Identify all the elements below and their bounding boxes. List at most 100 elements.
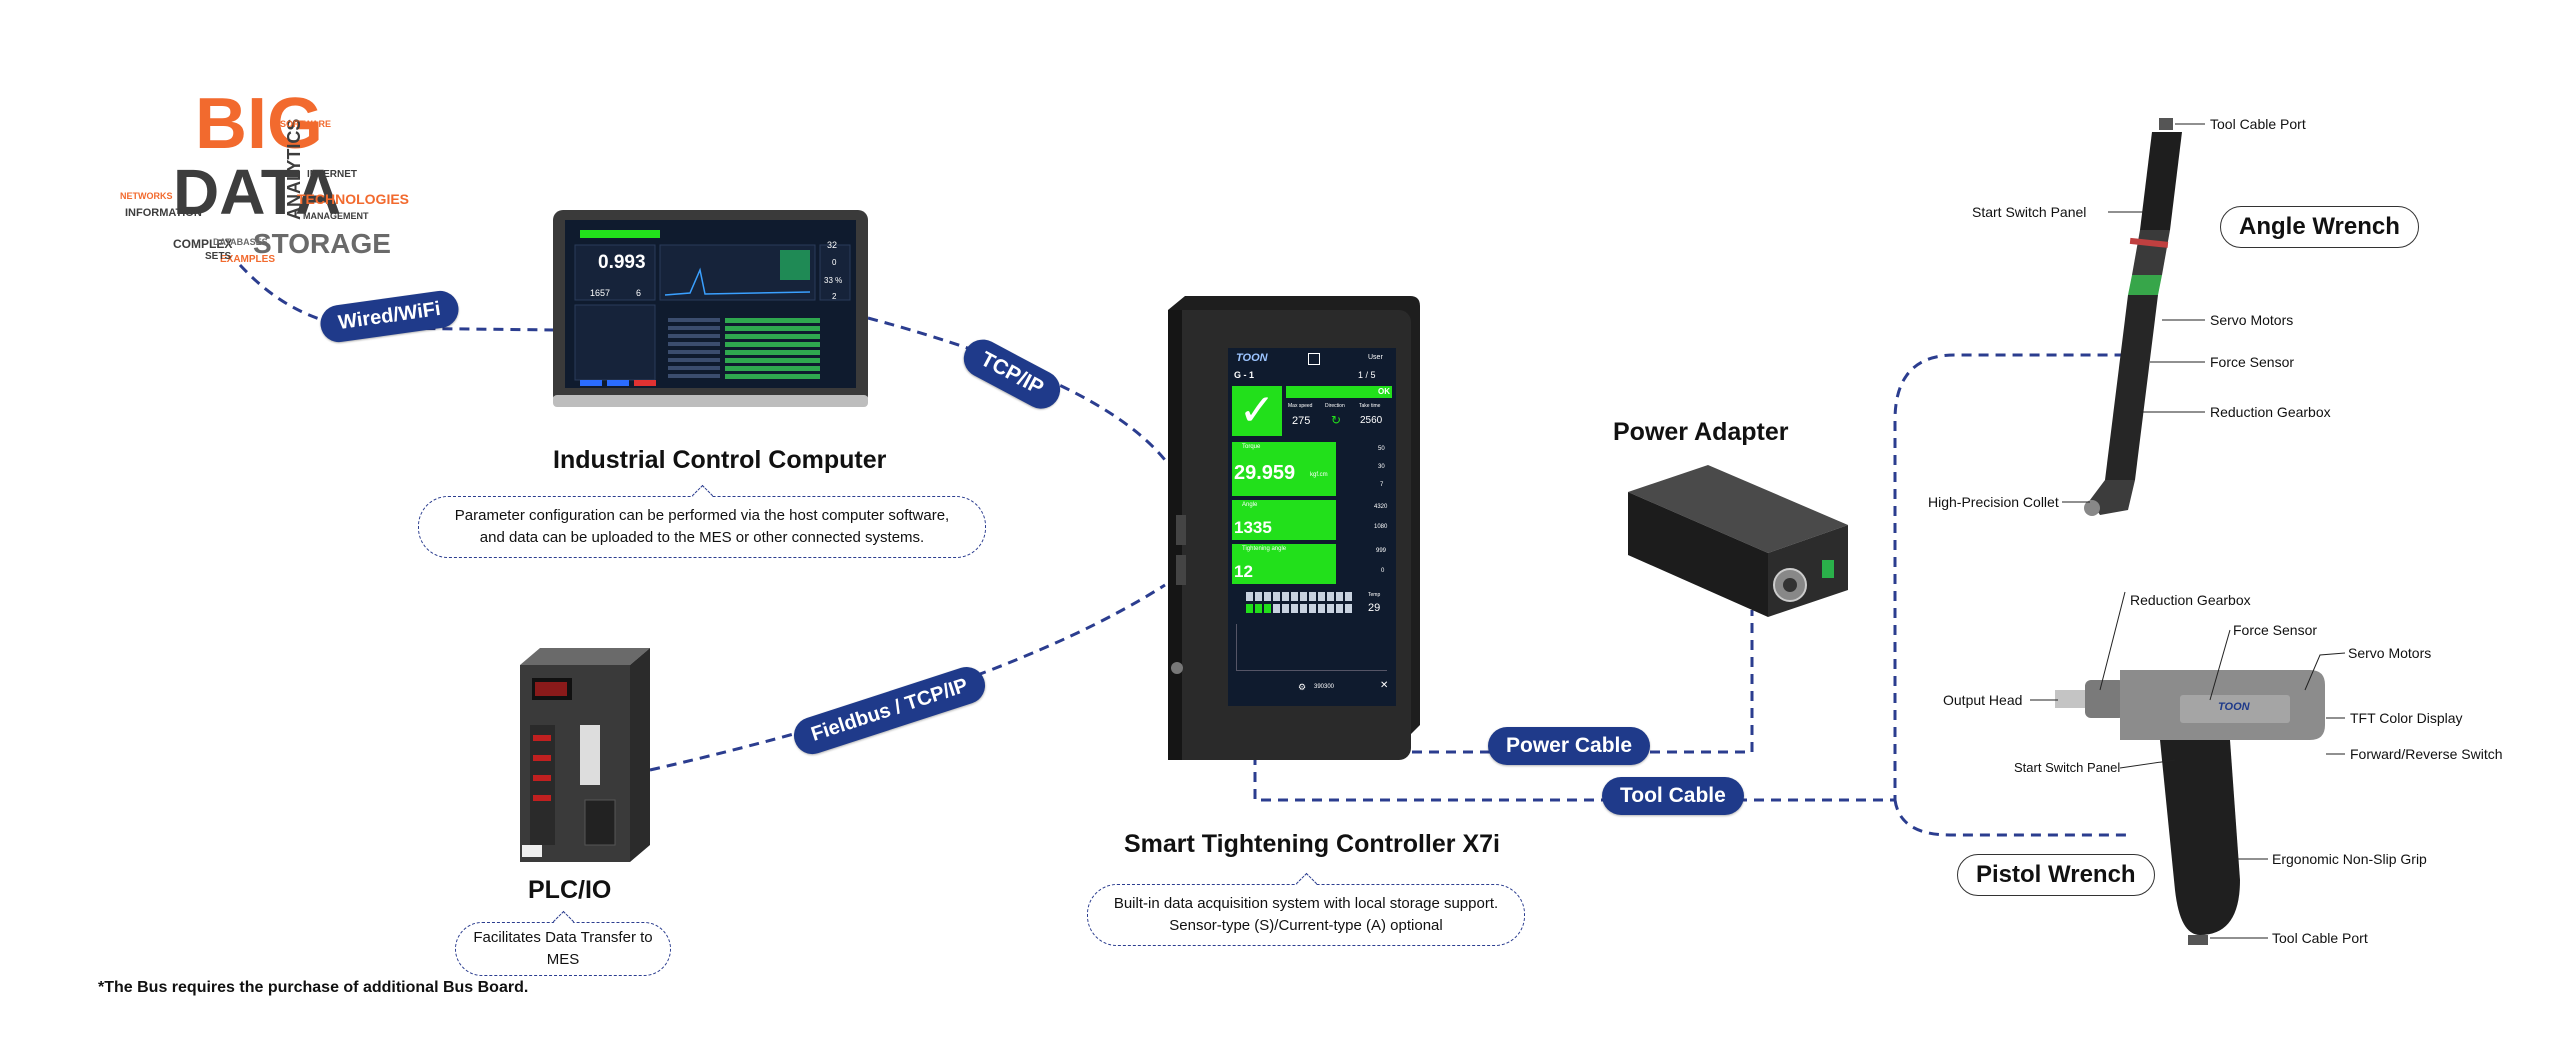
pc-screen-value: 0.993	[598, 252, 646, 273]
torque-label: Torque	[1242, 444, 1261, 450]
torque-panel	[1232, 442, 1336, 496]
tool-cable-line	[1253, 353, 2125, 802]
max-speed-value: 275	[1292, 415, 1311, 427]
cloud-word-storage: STORAGE	[253, 228, 391, 259]
footnote: *The Bus requires the purchase of additi…	[98, 979, 529, 996]
screen-user: User	[1368, 354, 1383, 361]
pc-table-row-label	[668, 326, 720, 330]
close-icon: ✕	[1380, 680, 1389, 691]
pistol-tft-display: TFT Color Display	[2350, 710, 2463, 726]
pistol-servo-motors: Servo Motors	[2348, 645, 2432, 661]
angle-label: Angle	[1242, 502, 1258, 508]
cloud-word-technologies: TECHNOLOGIES	[297, 191, 410, 207]
pc-table-row-label	[668, 366, 720, 370]
controller-description: Built-in data acquisition system with lo…	[1087, 872, 1525, 946]
status-dot	[1291, 592, 1298, 601]
status-dot	[1273, 604, 1280, 613]
angle-panel	[1232, 500, 1336, 540]
plc-title: PLC/IO	[528, 876, 612, 904]
computer-desc-line2: and data can be uploaded to the MES or o…	[479, 529, 925, 546]
power-adapter-device	[1628, 465, 1848, 617]
status-dot	[1336, 604, 1343, 613]
pc-table-row	[725, 374, 820, 379]
plc-unit	[520, 648, 650, 862]
angle-hi: 4320	[1374, 504, 1388, 510]
pc-table-row-label	[668, 350, 720, 354]
status-dot	[1300, 592, 1307, 601]
status-dot	[1273, 592, 1280, 601]
screen-ok: OK	[1378, 387, 1390, 396]
pistol-wrench-name: Pistol Wrench	[1957, 854, 2155, 896]
screen-page: 1 / 5	[1358, 370, 1376, 380]
status-dot	[1318, 592, 1325, 601]
angle-value: 1335	[1234, 518, 1272, 537]
computer-description: Parameter configuration can be performed…	[418, 484, 986, 558]
cloud-word-management: MANAGEMENT	[303, 211, 369, 221]
screen-brand: TOON	[1236, 352, 1268, 364]
cloud-word-networks: NETWORKS	[120, 191, 173, 201]
status-dot	[1309, 604, 1316, 613]
controller-desc-line1: Built-in data acquisition system with lo…	[1113, 895, 1499, 912]
temp-label: Temp	[1368, 592, 1381, 598]
pistol-reduction-gearbox: Reduction Gearbox	[2130, 592, 2251, 608]
take-time-value: 2560	[1360, 415, 1383, 426]
pistol-brand: TOON	[2218, 701, 2250, 713]
plc-description: Facilitates Data Transfer to MES	[455, 910, 671, 976]
angle-wrench-tool	[2084, 118, 2182, 516]
pistol-start-switch: Start Switch Panel	[2014, 760, 2121, 775]
pc-table-row-label	[668, 334, 720, 338]
status-dot	[1282, 604, 1289, 613]
cloud-word-databases: DATABASES	[213, 237, 268, 247]
pc-table-row-label	[668, 318, 720, 322]
max-speed-label: Max speed	[1288, 403, 1313, 409]
pc-table-row-label	[668, 358, 720, 362]
tcpip-line	[867, 316, 1167, 461]
pc-table-row	[725, 366, 820, 371]
mini-chart	[1236, 624, 1387, 671]
ok-checkmark-panel: ✓	[1232, 386, 1282, 436]
tightening-value: 12	[1234, 562, 1253, 581]
cloud-word-complex: COMPLEX	[173, 237, 233, 251]
pc-table-row	[725, 342, 820, 347]
status-dot	[1336, 592, 1343, 601]
torque-hi: 50	[1378, 446, 1385, 452]
status-dot	[1309, 592, 1316, 601]
big-data-word-cloud: BIG DATA ANALYTICS STORAGE TECHNOLOGIES …	[85, 80, 409, 270]
cloud-word-examples: EXAMPLES	[220, 254, 276, 265]
tightening-hi: 999	[1376, 548, 1387, 554]
status-dot	[1264, 604, 1271, 613]
torque-lo: 7	[1380, 482, 1384, 488]
controller-title: Smart Tightening Controller X7i	[1124, 830, 1500, 858]
status-dot	[1255, 592, 1262, 601]
status-dot	[1255, 604, 1262, 613]
angle-start-switch: Start Switch Panel	[1972, 204, 2087, 220]
pistol-output-head: Output Head	[1943, 692, 2023, 708]
status-dot	[1327, 592, 1334, 601]
pc-screen-v3: 6	[636, 288, 642, 298]
angle-lo: 1080	[1374, 524, 1388, 530]
settings-icon: ⚙	[1298, 682, 1307, 692]
plc-desc-text: Facilitates Data Transfer to MES	[473, 929, 653, 968]
pc-table-row-label	[668, 374, 720, 378]
controller-desc-line2: Sensor-type (S)/Current-type (A) optiona…	[1169, 917, 1443, 934]
take-time-label: Take time	[1359, 403, 1381, 409]
angle-collet: High-Precision Collet	[1928, 494, 2059, 510]
pc-table-row	[725, 350, 820, 355]
tool-cable-pistol-line	[1893, 799, 2130, 837]
screen-group: G - 1	[1234, 370, 1255, 380]
pistol-force-sensor: Force Sensor	[2233, 622, 2318, 638]
torque-value: 29.959	[1234, 462, 1296, 484]
status-dot	[1246, 604, 1253, 613]
status-dot	[1282, 592, 1289, 601]
pistol-tool-cable-port: Tool Cable Port	[2272, 930, 2368, 946]
pistol-wrench-tool	[2055, 670, 2325, 945]
temp-value: 29	[1368, 602, 1381, 614]
pc-table-row-label	[668, 342, 720, 346]
tool-cable-pill: Tool Cable	[1602, 777, 1744, 815]
status-dot-grid	[1246, 592, 1356, 618]
status-dot	[1300, 604, 1307, 613]
computer-title: Industrial Control Computer	[553, 446, 887, 474]
tightening-panel	[1232, 544, 1336, 584]
pc-table-row	[725, 326, 820, 331]
